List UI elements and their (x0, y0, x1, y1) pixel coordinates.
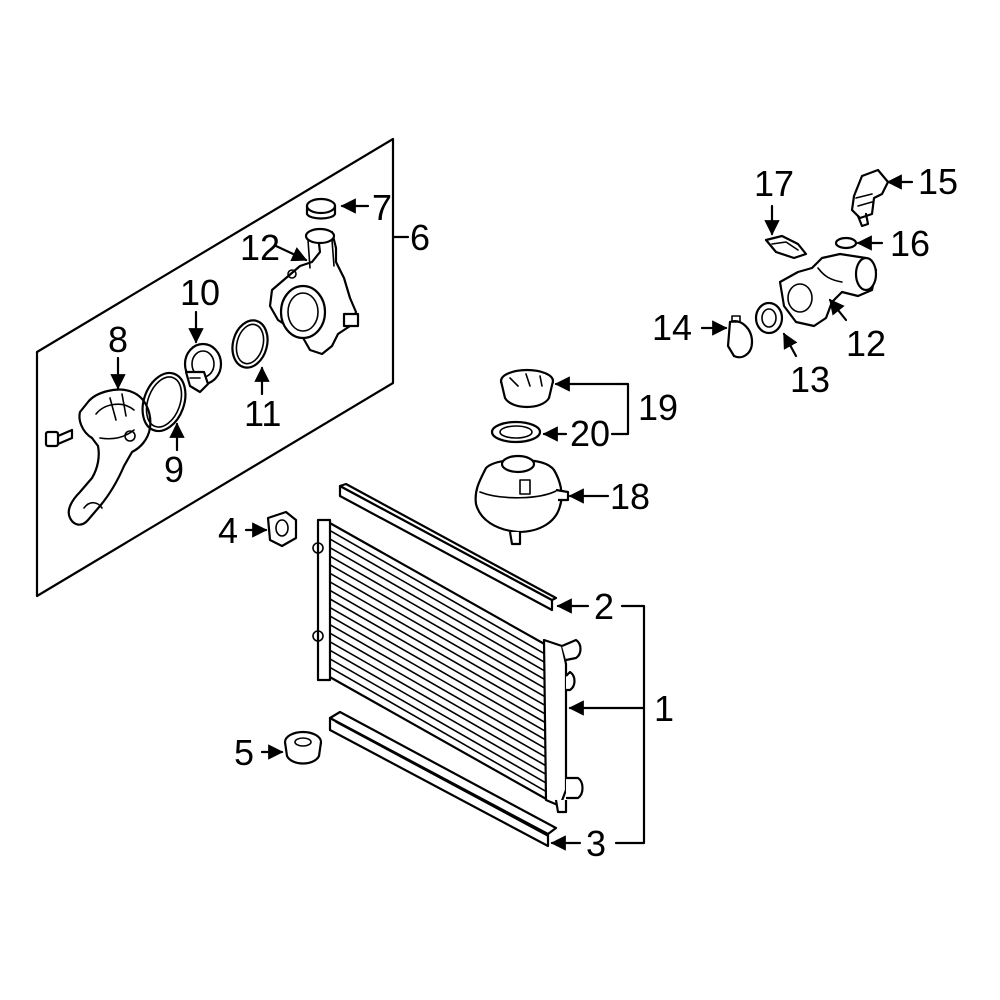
radiator-fin (329, 623, 547, 750)
part-14-clamp[interactable] (726, 315, 754, 359)
radiator-fin (329, 538, 547, 664)
radiator-fin (329, 658, 547, 784)
part-8-coolant-flange-highlighted[interactable] (67, 388, 152, 526)
callout-19: 19 (638, 387, 678, 428)
callout-20: 20 (570, 413, 610, 454)
callout-1: 1 (654, 688, 674, 729)
part-4-mount[interactable] (266, 510, 298, 548)
callout-12-left: 12 (240, 227, 280, 268)
radiator-fins (329, 529, 547, 793)
part-19-reservoir-cap[interactable] (499, 368, 555, 409)
callout-4: 4 (218, 510, 238, 551)
part-3-lower-seal[interactable] (328, 710, 558, 848)
callout-6: 6 (410, 217, 430, 258)
radiator-fin (329, 555, 547, 681)
callout-17: 17 (754, 163, 794, 204)
part-10-thermostat[interactable] (183, 342, 223, 394)
callout-7: 7 (372, 187, 392, 228)
radiator-fin (329, 598, 547, 724)
callout-15: 15 (918, 161, 958, 202)
callout-18: 18 (610, 476, 650, 517)
radiator-fin (329, 546, 547, 673)
radiator-fin (329, 666, 547, 793)
part-15-temp-sensor[interactable] (850, 168, 890, 228)
part-9-o-ring[interactable] (135, 367, 193, 437)
radiator-fin (329, 641, 547, 767)
callout-5: 5 (234, 732, 254, 773)
radiator-fin (329, 606, 547, 733)
part-18-expansion-tank[interactable] (474, 454, 570, 546)
part-12-thermostat-housing[interactable] (268, 227, 360, 356)
radiator-fin (329, 564, 547, 690)
radiator-fin (329, 589, 547, 716)
radiator-fin (329, 649, 547, 776)
leader-lines (110, 174, 914, 851)
callout-13: 13 (790, 359, 830, 400)
part-16-o-ring[interactable] (834, 236, 858, 250)
callout-11: 11 (244, 393, 281, 434)
part-17-gasket[interactable] (764, 234, 808, 260)
part-20-cap-seal[interactable] (490, 420, 542, 444)
callout-16: 16 (890, 223, 930, 264)
part-1-radiator[interactable] (312, 518, 584, 814)
radiator-fin (329, 572, 547, 699)
part-13-seal[interactable] (754, 301, 784, 335)
radiator-fin (329, 615, 547, 741)
kit-panel (35, 137, 395, 598)
radiator-fin (329, 581, 547, 707)
callout-3: 3 (586, 823, 606, 864)
callout-10: 10 (180, 272, 220, 313)
callout-8: 8 (108, 319, 128, 360)
callout-14: 14 (652, 307, 692, 348)
part-8-body (67, 388, 152, 526)
callouts: 8 9 10 11 12 7 6 4 5 2 1 3 19 20 18 17 1… (108, 161, 958, 864)
part-5-mount[interactable] (283, 730, 323, 765)
part-12-coolant-flange-right[interactable] (778, 252, 878, 328)
part-2-upper-seal[interactable] (338, 482, 558, 612)
radiator-fin (329, 632, 547, 758)
callout-12-right: 12 (846, 323, 886, 364)
bolt[interactable] (44, 428, 74, 448)
callout-9: 9 (164, 449, 184, 490)
part-11-o-ring[interactable] (227, 316, 272, 371)
radiator-fin (329, 529, 547, 656)
callout-2: 2 (594, 586, 614, 627)
part-7-seal[interactable] (305, 197, 337, 220)
